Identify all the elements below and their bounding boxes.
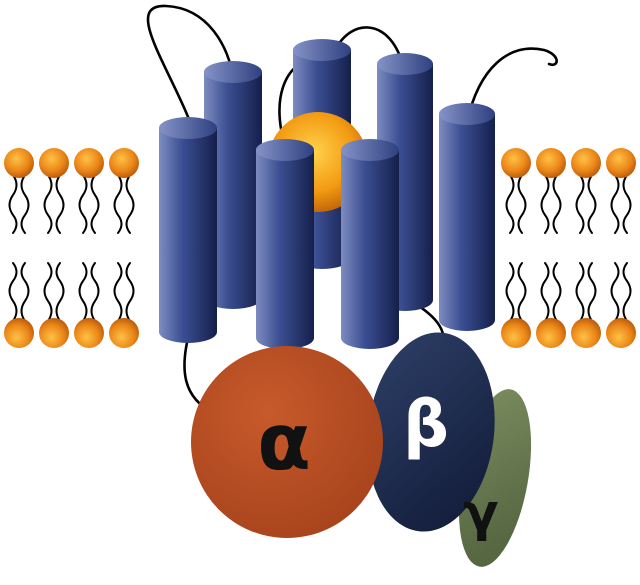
subunit-labels: α β γ: [257, 388, 499, 543]
alpha-subunit: [191, 346, 383, 538]
transmembrane-helix-6: [256, 139, 314, 349]
transmembrane-helix-5: [159, 117, 217, 343]
beta-label: β: [403, 388, 449, 462]
extracellular-loop: [146, 4, 236, 140]
alpha-label: α: [257, 398, 311, 488]
transmembrane-helix-4: [439, 103, 495, 331]
transmembrane-helix-7: [341, 139, 399, 349]
gamma-label: γ: [463, 483, 498, 543]
transmembrane-helix-1: [204, 61, 262, 309]
beta-subunit: [367, 332, 495, 532]
c-terminus-tail: [465, 47, 558, 124]
transmembrane-helices-front: [159, 117, 399, 349]
